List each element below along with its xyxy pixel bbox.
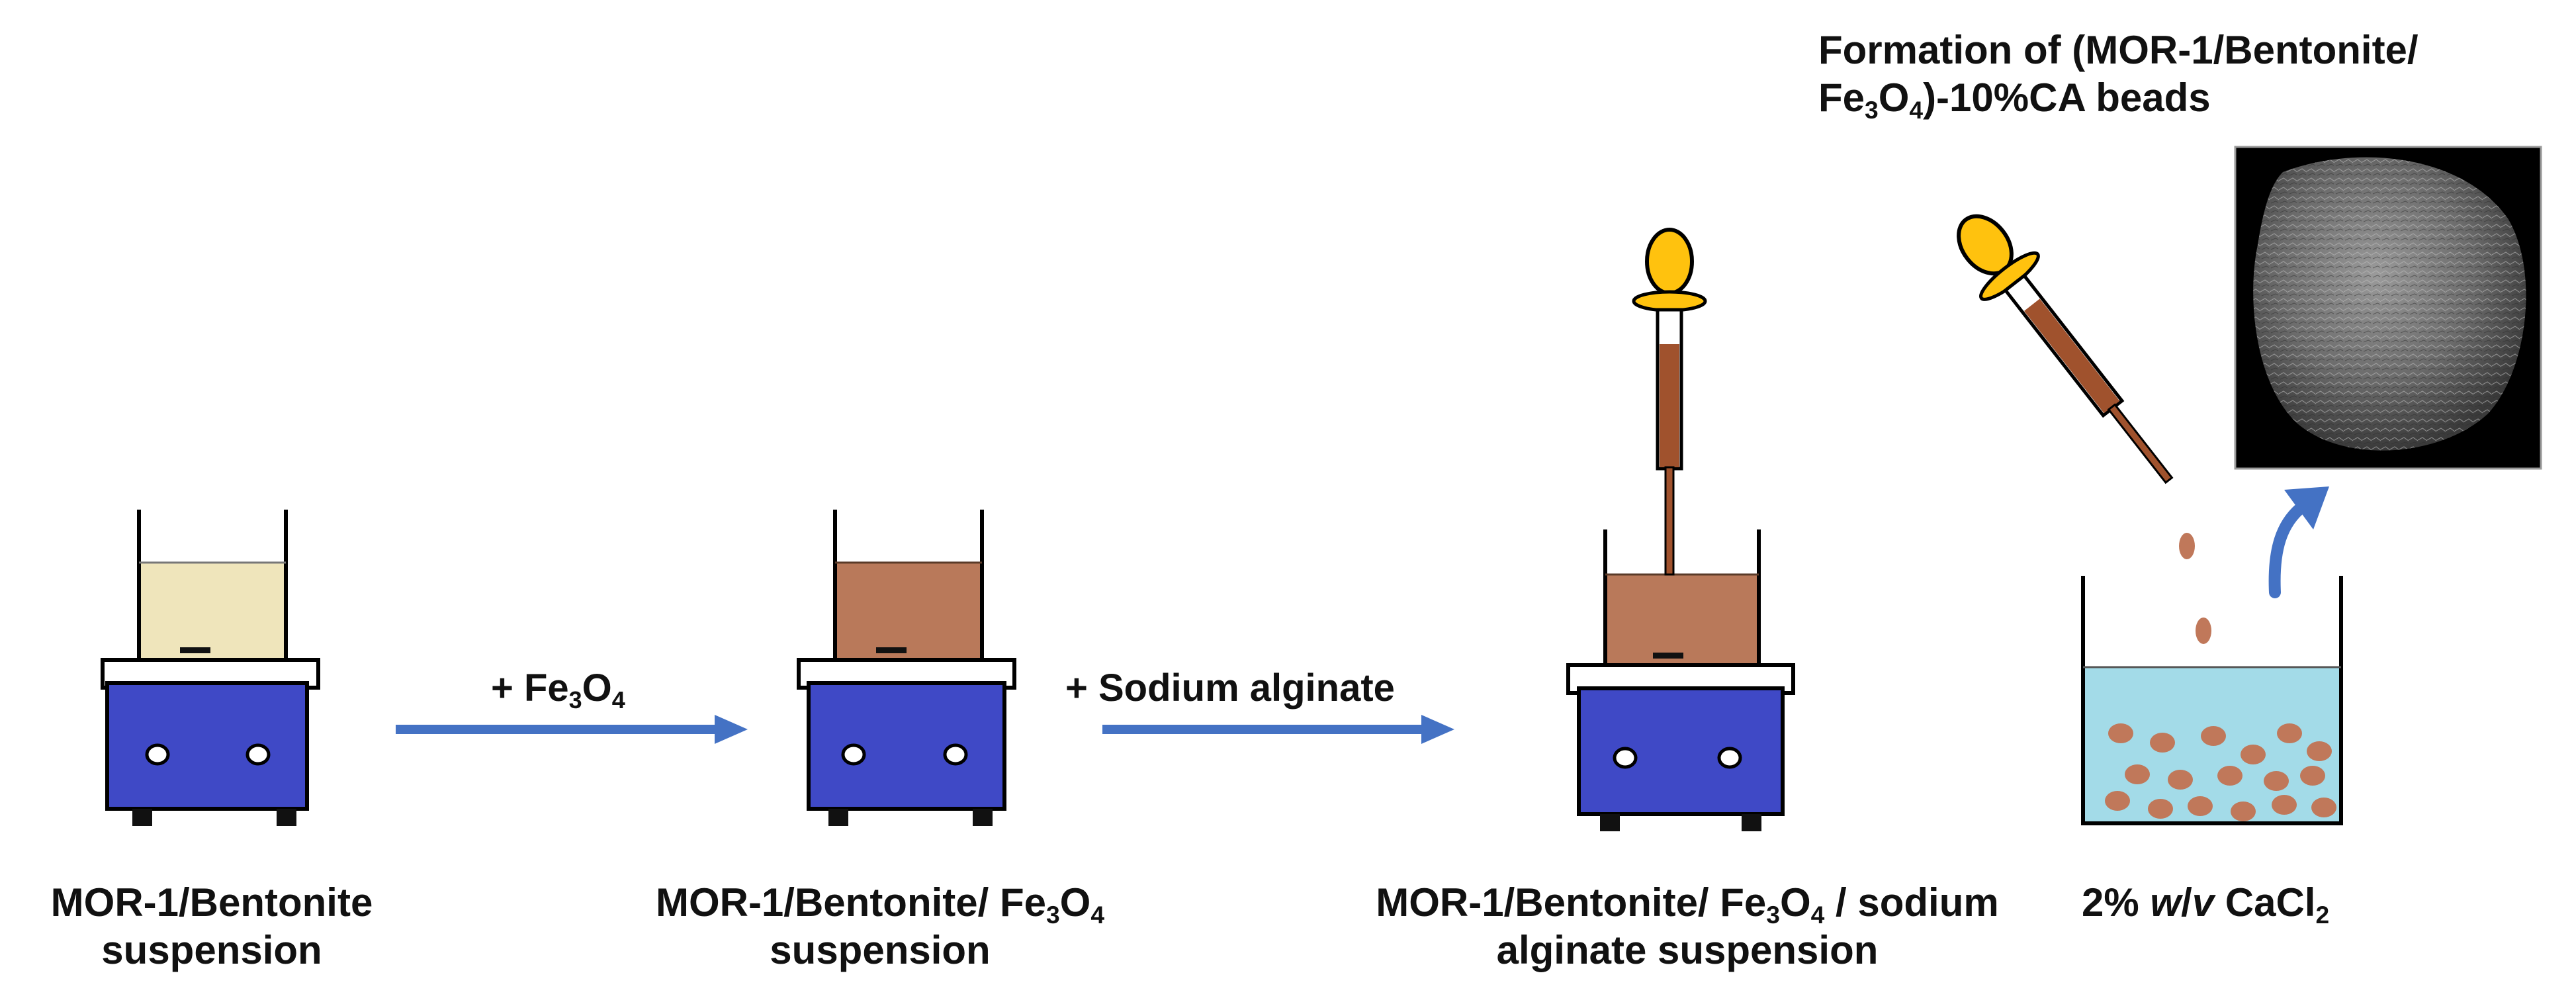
pipette-icon (1957, 214, 2174, 484)
stir-bar-icon (180, 647, 210, 653)
beaker-icon (1603, 529, 1761, 667)
step3-suffix: / sodium (1824, 880, 1999, 925)
formation-sub-4: 4 (1909, 96, 1924, 124)
step3-sub-3: 3 (1766, 901, 1780, 929)
bead-icon (2148, 799, 2173, 819)
step1-label: MOR-1/Bentonite suspension (0, 879, 423, 974)
step4-cacl: CaCl (2214, 880, 2316, 925)
step3-line2: alginate suspension (1496, 928, 1879, 972)
step2-label: MOR-1/Bentonite/ Fe3O4 suspension (602, 879, 1158, 974)
hotplate-stirrer-icon (797, 658, 1016, 826)
step2-o: O (1059, 880, 1091, 925)
bead-icon (2241, 745, 2266, 764)
arrow1-o: O (582, 666, 612, 710)
curved-arrow-icon (2268, 486, 2329, 598)
step3-label: MOR-1/Bentonite/ Fe3O4 / sodium alginate… (1277, 879, 2098, 974)
arrow-fe3o4-label: + Fe3O4 (491, 665, 625, 711)
step3-line1: MOR-1/Bentonite/ Fe3O4 / sodium (1277, 879, 2098, 927)
bead-icon (2105, 791, 2130, 811)
bead-icon (2307, 741, 2332, 761)
beaker-icon (137, 510, 288, 662)
bath-beads (2105, 723, 2336, 821)
bead-icon (2125, 764, 2150, 784)
bead-icon (2168, 770, 2193, 790)
bead-icon (2277, 723, 2302, 743)
bead-icon (2264, 771, 2289, 791)
formation-o: O (1878, 75, 1910, 120)
arrow1-prefix: + Fe (491, 666, 569, 710)
step1-line1: MOR-1/Bentonite (50, 880, 373, 925)
arrow-sodium-alginate (1102, 715, 1454, 744)
cacl2-bath (2081, 576, 2343, 825)
bead-icon (2201, 726, 2226, 746)
formation-sub-3: 3 (1865, 96, 1879, 124)
formation-fe: Fe (1818, 75, 1865, 120)
step4-label: 2% w/v CaCl2 (2082, 879, 2329, 927)
arrow1-sub-4: 4 (611, 686, 625, 713)
stir-bar-icon (1653, 653, 1683, 659)
step2-prefix: MOR-1/Bentonite/ Fe (655, 880, 1046, 925)
arrow-fe3o4 (396, 715, 748, 744)
arrow-sodium-alginate-label: + Sodium alginate (1065, 666, 1395, 710)
bead-icon (2150, 733, 2175, 753)
pipette-icon (1632, 228, 1707, 576)
stir-bar-icon (876, 647, 907, 653)
bead-icon (2217, 766, 2243, 786)
bead-icon (2231, 802, 2256, 821)
bead-icon (2108, 723, 2133, 743)
formation-suffix: )-10%CA beads (1923, 75, 2211, 120)
formation-line2: Fe3O4)-10%CA beads (1818, 74, 2419, 122)
bead-icon (2272, 795, 2297, 815)
step2-line1: MOR-1/Bentonite/ Fe3O4 (602, 879, 1158, 927)
arrow1-sub-3: 3 (568, 686, 582, 713)
formation-line1: Formation of (MOR-1/Bentonite/ (1818, 28, 2419, 72)
bead-icon (2179, 533, 2195, 559)
sem-bead-image (2234, 146, 2542, 470)
step3-o: O (1779, 880, 1811, 925)
step2-line2: suspension (770, 928, 991, 972)
step4-prefix: 2% (2082, 880, 2151, 925)
step4-sub-2: 2 (2315, 901, 2330, 929)
falling-beads (2179, 533, 2211, 644)
step3-prefix: MOR-1/Bentonite/ Fe (1376, 880, 1767, 925)
step2-sub-4: 4 (1090, 901, 1105, 929)
formation-label: Formation of (MOR-1/Bentonite/ Fe3O4)-10… (1818, 26, 2419, 122)
beaker-icon (833, 510, 984, 662)
step4-v: v (2192, 880, 2215, 925)
hotplate-stirrer-icon (1566, 663, 1795, 831)
step2-sub-3: 3 (1045, 901, 1060, 929)
bead-icon (2196, 618, 2211, 644)
step3-sub-4: 4 (1810, 901, 1825, 929)
hotplate-stirrer-icon (101, 658, 320, 826)
bead-icon (2311, 798, 2336, 817)
bead-icon (2188, 796, 2213, 816)
step4-w: w (2150, 880, 2182, 925)
step1-line2: suspension (101, 928, 322, 972)
step4-slash: / (2181, 880, 2192, 925)
bead-icon (2300, 766, 2325, 786)
